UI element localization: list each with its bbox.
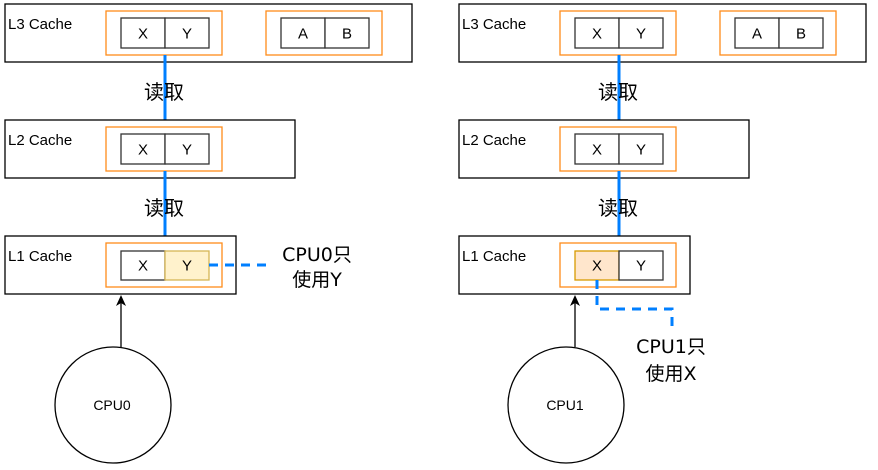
cache-cell-y: [164, 133, 210, 165]
cpu1-note-line1: CPU1只: [636, 336, 706, 358]
arrowhead-icon: [570, 295, 580, 306]
cell-text: B: [342, 26, 352, 43]
cell-text: Y: [636, 26, 646, 43]
cache-cell-y-highlighted: [164, 250, 210, 281]
cell-text: X: [138, 258, 148, 275]
l2-cache-label: L2 Cache: [462, 132, 526, 149]
cpu0-note-line1: CPU0只: [282, 244, 352, 266]
cpu0-note-line2: 使用Y: [292, 269, 342, 291]
cache-cell-y: [618, 133, 664, 165]
cache-cell-b: [324, 17, 370, 49]
cache-line-group: [719, 10, 837, 56]
l3-cache-label: L3 Cache: [8, 16, 72, 33]
arrowhead-icon: [116, 295, 126, 306]
cell-text: Y: [636, 142, 646, 159]
cache-cell-b: [778, 17, 824, 49]
cell-text: B: [796, 26, 806, 43]
cache-cell-x: [574, 17, 620, 49]
cache-cell-x: [120, 133, 166, 165]
l1-cache-label: L1 Cache: [462, 248, 526, 265]
cell-text: X: [592, 258, 602, 275]
l2-cache-label: L2 Cache: [8, 132, 72, 149]
cache-cell-x: [120, 250, 166, 281]
cache-line-group: [105, 242, 223, 288]
cpu1-note-line2: 使用X: [645, 363, 696, 385]
read-label: 读取: [144, 196, 184, 220]
cpu1-circle: [507, 346, 625, 464]
panel-cpu0: L3 Cache X Y A B 读取 L2 Cache X Y 读取: [4, 3, 413, 464]
panel-cpu1: L3 Cache X Y A B 读取 L2 Cache X Y 读取: [458, 3, 867, 464]
l1-cache-label: L1 Cache: [8, 248, 72, 265]
l3-cache: L3 Cache X Y A B: [4, 3, 413, 63]
cache-cell-a: [280, 17, 326, 49]
cache-cell-x: [120, 17, 166, 49]
cpu0-circle: [54, 346, 172, 464]
l2-cache: L2 Cache X Y: [4, 119, 296, 179]
cell-text: Y: [182, 26, 192, 43]
cache-cell-y: [164, 17, 210, 49]
cell-text: Y: [182, 142, 192, 159]
cell-text: X: [592, 142, 602, 159]
l3-cache: L3 Cache X Y A B: [458, 3, 867, 63]
cell-text: X: [138, 142, 148, 159]
cpu0-label: CPU0: [93, 397, 131, 413]
cell-text: Y: [636, 258, 646, 275]
cpu1-label: CPU1: [546, 397, 584, 413]
cache-line-group: [559, 242, 677, 288]
cell-text: X: [592, 26, 602, 43]
l1-cache: L1 Cache X Y: [458, 235, 691, 295]
cell-text: X: [138, 26, 148, 43]
read-label: 读取: [598, 80, 638, 104]
l3-cache-label: L3 Cache: [462, 16, 526, 33]
l2-cache: L2 Cache X Y: [458, 119, 750, 179]
cache-cell-a: [734, 17, 780, 49]
cache-cell-y: [618, 250, 664, 281]
cache-cell-y: [618, 17, 664, 49]
cache-line-group: [265, 10, 383, 56]
cell-text: A: [298, 26, 308, 43]
read-label: 读取: [144, 80, 184, 104]
note-connector: [595, 280, 674, 333]
cell-text: Y: [182, 258, 192, 275]
cell-text: A: [752, 26, 762, 43]
l1-cache: L1 Cache X Y: [4, 235, 237, 295]
read-label: 读取: [598, 196, 638, 220]
